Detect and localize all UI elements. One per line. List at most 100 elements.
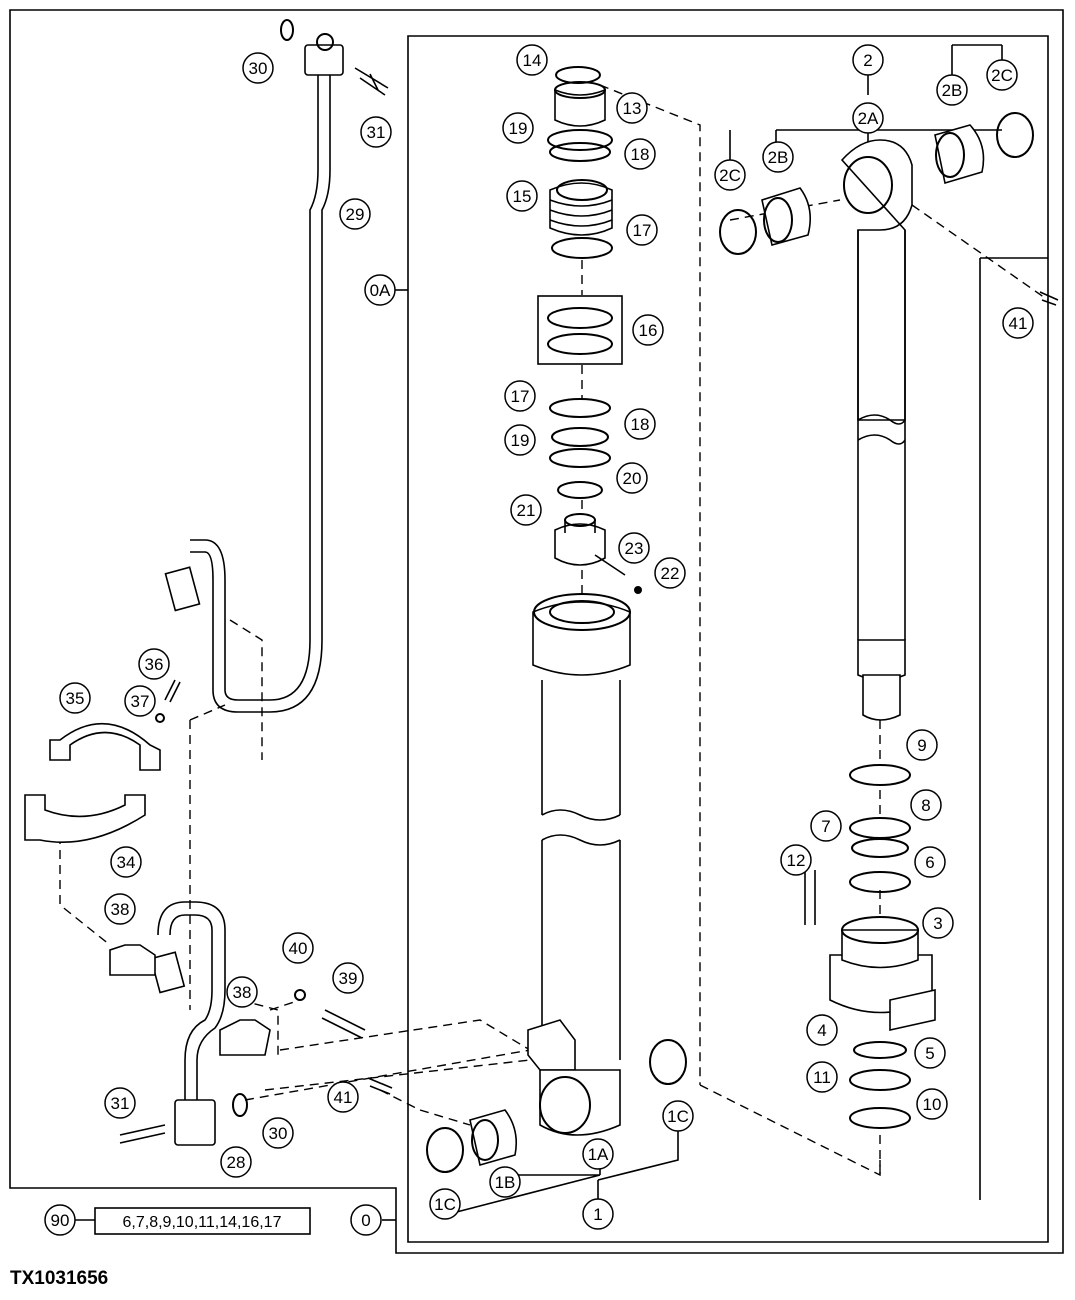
callout-18-lower: 18: [624, 408, 656, 440]
ring-20: [557, 481, 603, 499]
svg-text:0A: 0A: [370, 281, 391, 300]
assembly-0A-frame-line: [407, 35, 1049, 1243]
figure-id-label: TX1031656: [10, 1268, 109, 1289]
kit-contents-text: 6,7,8,9,10,11,14,16,17: [123, 1214, 282, 1231]
bolt-31-lower: [119, 1124, 166, 1144]
svg-text:8: 8: [921, 796, 930, 815]
piston-rod-2: [840, 139, 913, 721]
svg-text:41: 41: [1009, 314, 1028, 333]
svg-text:23: 23: [625, 539, 644, 558]
seal-19-lower: [549, 448, 611, 468]
svg-text:15: 15: [513, 187, 532, 206]
svg-text:18: 18: [631, 415, 650, 434]
seal-19-top: [547, 129, 613, 151]
fitting-41-top: [1039, 291, 1059, 306]
head-3: [829, 916, 936, 1031]
bushing-2B-left: [761, 187, 811, 246]
callout-22: 22: [654, 557, 686, 589]
svg-text:38: 38: [233, 983, 252, 1002]
callout-41-lower: 41: [327, 1081, 359, 1113]
svg-text:31: 31: [367, 123, 386, 142]
callout-18-top: 18: [624, 138, 656, 170]
callout-9: 9: [906, 729, 938, 761]
callout-16: 16: [632, 314, 664, 346]
o-ring-30-top: [280, 19, 294, 41]
svg-text:19: 19: [511, 431, 530, 450]
callout-2B-left: 2B: [762, 141, 794, 173]
callout-2: 2: [852, 44, 884, 76]
svg-text:30: 30: [269, 1124, 288, 1143]
callout-19-top: 19: [502, 112, 534, 144]
svg-text:16: 16: [639, 321, 658, 340]
clamp-38-right: [219, 1019, 271, 1056]
bolt-31-top: [354, 67, 389, 96]
callout-1C-right: 1C: [662, 1100, 694, 1132]
callout-19-lower: 19: [504, 424, 536, 456]
callout-17-top: 17: [626, 214, 658, 246]
callout-6: 6: [914, 846, 946, 878]
ring-10: [849, 1107, 911, 1129]
o-ring-30-lower: [232, 1093, 248, 1117]
svg-text:2C: 2C: [991, 66, 1013, 85]
callout-40: 40: [282, 932, 314, 964]
svg-text:2A: 2A: [858, 109, 879, 128]
svg-text:40: 40: [289, 939, 308, 958]
svg-text:21: 21: [517, 501, 536, 520]
callout-37: 37: [124, 685, 156, 717]
svg-text:2B: 2B: [942, 81, 963, 100]
svg-text:20: 20: [623, 469, 642, 488]
callout-8: 8: [910, 789, 942, 821]
callout-36: 36: [138, 648, 170, 680]
svg-text:35: 35: [66, 689, 85, 708]
callout-31-top: 31: [360, 116, 392, 148]
callout-39: 39: [332, 962, 364, 994]
svg-text:1C: 1C: [434, 1195, 456, 1214]
callout-28: 28: [220, 1146, 252, 1178]
svg-text:10: 10: [923, 1095, 942, 1114]
callout-35: 35: [59, 682, 91, 714]
callout-2A: 2A: [852, 102, 884, 134]
svg-text:29: 29: [346, 205, 365, 224]
callout-90: 90: [44, 1204, 76, 1236]
washer-37: [155, 713, 165, 723]
callout-2B-right: 2B: [936, 74, 968, 106]
callout-3: 3: [922, 907, 954, 939]
svg-text:38: 38: [111, 900, 130, 919]
svg-text:36: 36: [145, 655, 164, 674]
svg-text:12: 12: [787, 851, 806, 870]
svg-text:5: 5: [925, 1044, 934, 1063]
svg-text:9: 9: [917, 736, 926, 755]
callout-41-top: 41: [1002, 307, 1034, 339]
svg-text:4: 4: [817, 1021, 826, 1040]
callout-10: 10: [916, 1088, 948, 1120]
ring-2C-right: [996, 112, 1034, 158]
svg-text:39: 39: [339, 969, 358, 988]
callout-7: 7: [810, 810, 842, 842]
svg-text:31: 31: [111, 1094, 130, 1113]
svg-text:19: 19: [509, 119, 528, 138]
callout-34: 34: [110, 846, 142, 878]
gland-13: [554, 88, 606, 127]
bushing-1B: [469, 1109, 518, 1167]
callout-13: 13: [616, 92, 648, 124]
callout-12: 12: [780, 844, 812, 876]
svg-text:2B: 2B: [768, 148, 789, 167]
bolt-12: [804, 870, 816, 925]
svg-text:30: 30: [249, 59, 268, 78]
callout-1C-left: 1C: [429, 1188, 461, 1220]
callout-30-lower: 30: [262, 1117, 294, 1149]
callout-5: 5: [914, 1037, 946, 1069]
svg-text:11: 11: [813, 1068, 831, 1087]
callout-15: 15: [506, 180, 538, 212]
svg-text:1A: 1A: [588, 1145, 609, 1164]
ring-2C-left: [719, 209, 757, 255]
callout-0A: 0A: [364, 274, 396, 306]
tube-28: [150, 901, 226, 1146]
callout-2C-right: 2C: [986, 59, 1018, 91]
callout-0: 0: [350, 1204, 382, 1236]
seal-9: [849, 764, 911, 786]
bushing-2B-right: [934, 124, 985, 185]
ring-6: [849, 871, 911, 893]
svg-text:1C: 1C: [667, 1107, 689, 1126]
